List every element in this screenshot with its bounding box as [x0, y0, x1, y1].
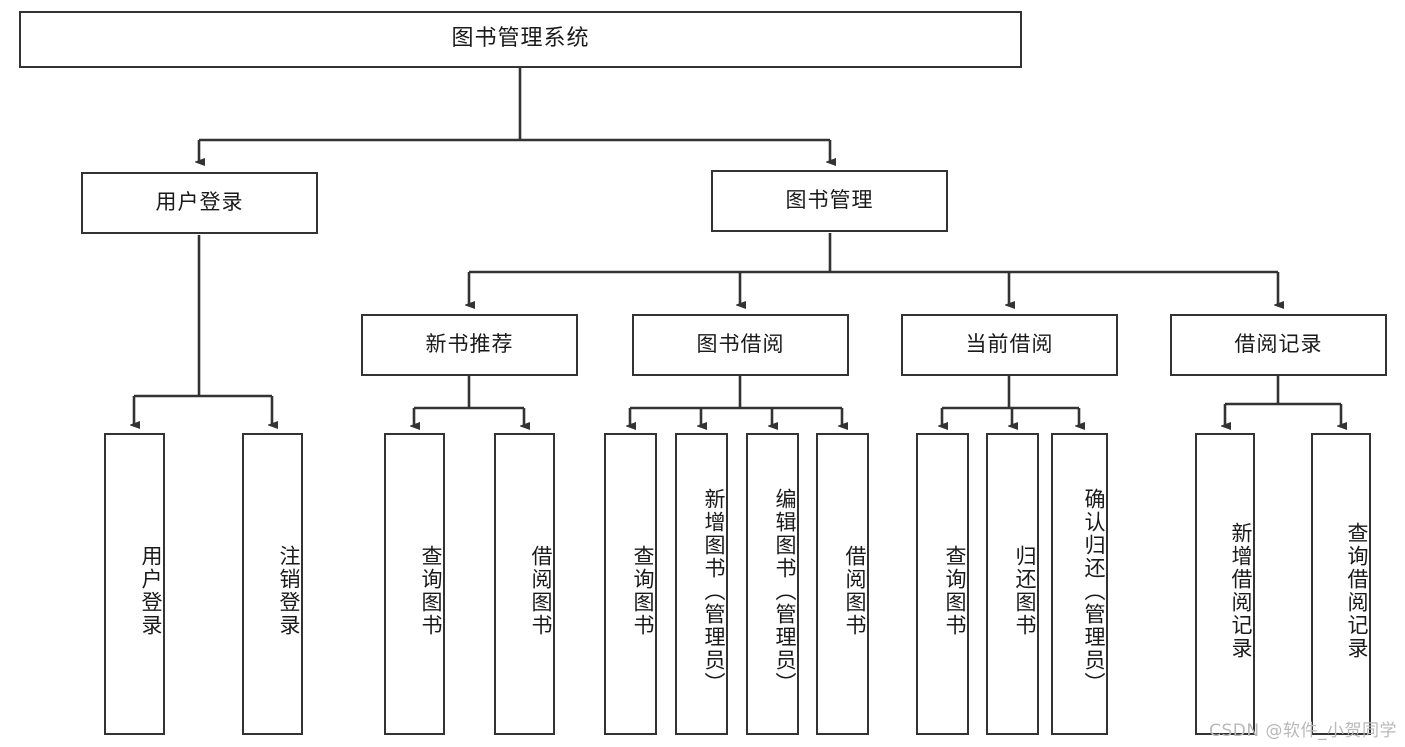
node-label: 查询图书 [419, 545, 443, 637]
leaf-new-book-query[interactable]: 查询图书 [384, 433, 445, 735]
leaf-borrow-record-query[interactable]: 查询借阅记录 [1311, 433, 1371, 735]
csdn-watermark: CSDN @软件_小贺同学 [1209, 721, 1397, 741]
node-label: 查询借阅记录 [1345, 522, 1369, 660]
node-label: 新书推荐 [425, 332, 514, 357]
node-label: 新增图书（管理员） [702, 487, 726, 695]
leaf-book-borrow-borrow[interactable]: 借阅图书 [816, 433, 869, 735]
node-book-management[interactable]: 图书管理 [711, 170, 948, 232]
node-root-book-management-system[interactable]: 图书管理系统 [19, 11, 1022, 68]
leaf-book-borrow-query[interactable]: 查询图书 [604, 433, 657, 735]
leaf-user-login-login[interactable]: 用户登录 [104, 433, 165, 735]
leaf-book-borrow-add[interactable]: 新增图书（管理员） [675, 433, 728, 735]
node-label: 当前借阅 [965, 332, 1054, 357]
node-label: 借阅记录 [1234, 332, 1323, 357]
leaf-new-book-borrow[interactable]: 借阅图书 [494, 433, 555, 735]
leaf-current-borrow-confirm-return[interactable]: 确认归还（管理员） [1051, 433, 1108, 735]
node-label: 用户登录 [155, 190, 244, 215]
node-borrow-record[interactable]: 借阅记录 [1170, 314, 1387, 376]
node-book-borrow[interactable]: 图书借阅 [632, 314, 849, 376]
node-label: 注销登录 [277, 545, 301, 637]
leaf-book-borrow-edit[interactable]: 编辑图书（管理员） [746, 433, 799, 735]
node-user-login[interactable]: 用户登录 [81, 172, 318, 234]
leaf-current-borrow-return[interactable]: 归还图书 [986, 433, 1039, 735]
node-label: 编辑图书（管理员） [773, 487, 797, 695]
node-label: 查询图书 [631, 545, 655, 637]
node-label: 用户登录 [139, 545, 163, 637]
node-label: 新增借阅记录 [1229, 522, 1253, 660]
node-label: 图书管理系统 [451, 26, 590, 52]
node-label: 借阅图书 [843, 545, 867, 637]
node-label: 确认归还（管理员） [1082, 487, 1106, 695]
node-label: 归还图书 [1013, 545, 1037, 637]
leaf-user-login-logout[interactable]: 注销登录 [242, 433, 303, 735]
node-label: 查询图书 [943, 545, 967, 637]
node-label: 图书管理 [785, 188, 874, 213]
node-label: 借阅图书 [529, 545, 553, 637]
node-label: 图书借阅 [696, 332, 785, 357]
node-current-borrow[interactable]: 当前借阅 [901, 314, 1118, 376]
node-new-book-recommend[interactable]: 新书推荐 [361, 314, 578, 376]
leaf-borrow-record-add[interactable]: 新增借阅记录 [1195, 433, 1255, 735]
leaf-current-borrow-query[interactable]: 查询图书 [916, 433, 969, 735]
